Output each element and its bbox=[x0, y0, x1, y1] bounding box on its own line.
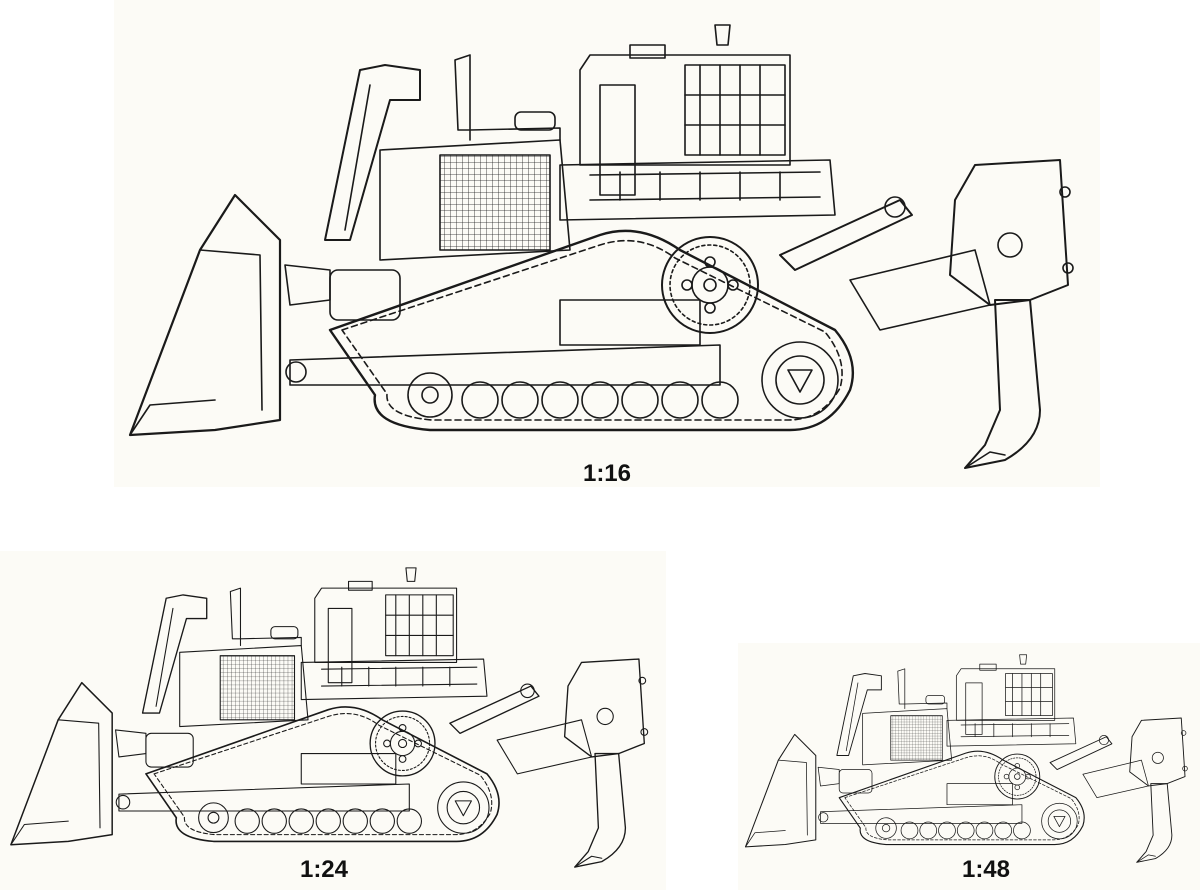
bulldozer-drawing-small bbox=[744, 654, 1188, 863]
bulldozer-drawing-medium bbox=[10, 567, 649, 868]
scale-label-small: 1:48 bbox=[961, 856, 1011, 883]
panel-large: 1:16 bbox=[114, 0, 1100, 487]
bulldozer-drawing-large bbox=[128, 23, 1075, 470]
panel-medium: 1:24 bbox=[0, 551, 666, 890]
panel-small: 1:48 bbox=[738, 643, 1200, 890]
scale-label-medium: 1:24 bbox=[299, 856, 349, 883]
scale-label-large: 1:16 bbox=[582, 460, 632, 487]
